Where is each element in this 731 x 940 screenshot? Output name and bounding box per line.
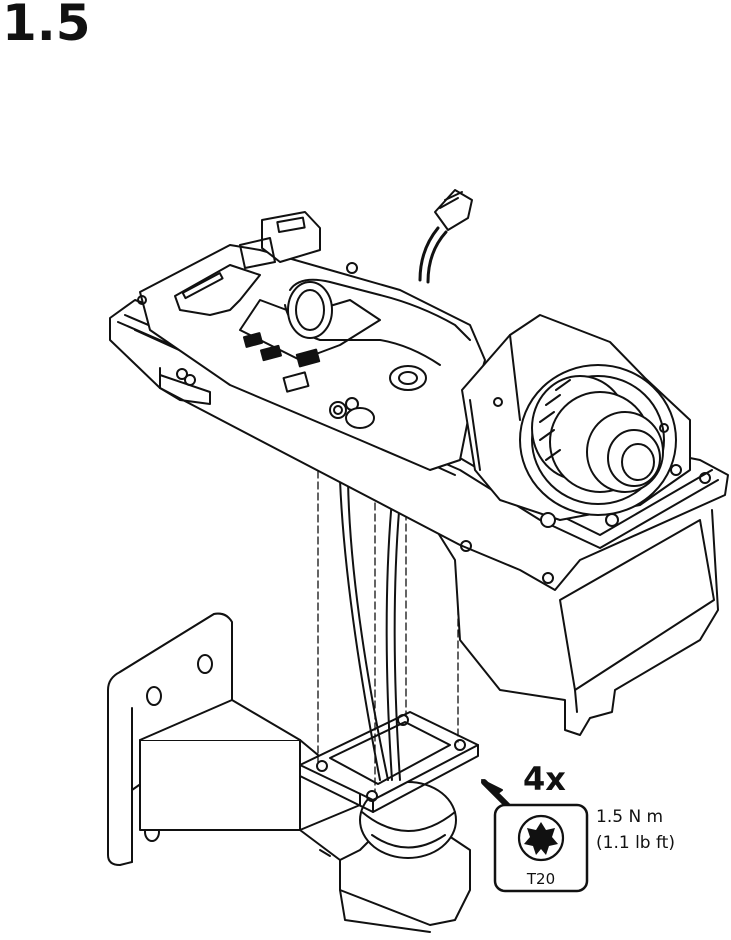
tool-size-label: T20 [526, 870, 555, 888]
torque-callout [481, 779, 589, 893]
torx-t20-icon [517, 814, 565, 862]
torque-metric-label: 1.5 N m [596, 807, 663, 827]
quantity-label: 4x [523, 760, 566, 798]
network-cable [418, 189, 473, 284]
wall-bracket [107, 612, 479, 933]
torque-imperial-label: (1.1 lb ft) [596, 833, 675, 853]
camera-lens-module [461, 314, 691, 528]
mounting-hole-icon [146, 686, 162, 706]
step-number: 1.5 [2, 0, 91, 52]
